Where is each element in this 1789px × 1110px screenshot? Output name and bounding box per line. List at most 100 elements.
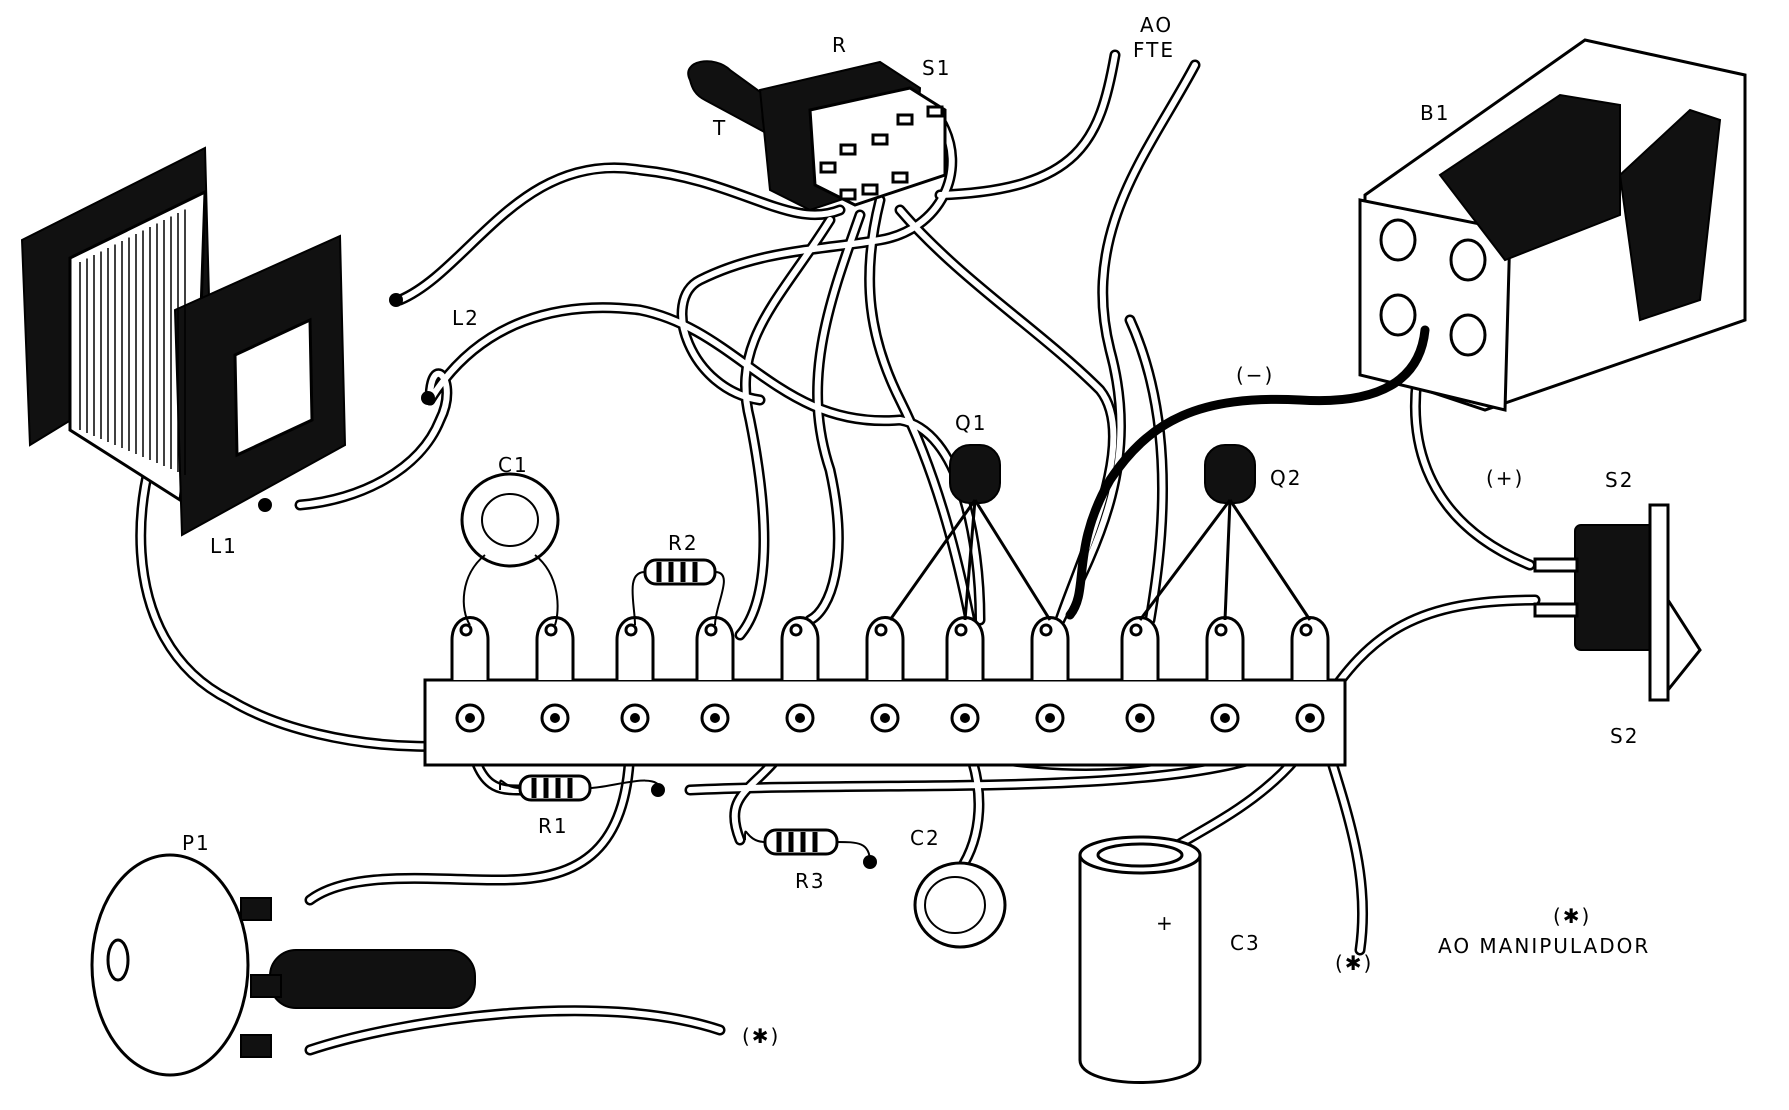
battery-holder-b1: [1358, 38, 1747, 412]
label-note: AO MANIPULADOR: [1438, 934, 1650, 958]
label-star-note: (✱): [1553, 904, 1591, 928]
wire-core: [737, 217, 833, 638]
strip-lug-hole: [544, 623, 558, 637]
strip-lug-hole: [954, 623, 968, 637]
capacitor-c1-lead: [534, 554, 559, 626]
label-ao: AO: [1140, 13, 1173, 37]
component-labels: L1 L2 C1 R2 R T S1 AO FTE B1 (−) (+) Q1 …: [182, 13, 1650, 1048]
wiring: [135, 49, 1541, 1056]
battery-hole-2: [1449, 238, 1487, 282]
solder-joint: [651, 783, 665, 797]
wire-core: [937, 52, 1118, 198]
strip-eyelet-center: [880, 713, 890, 723]
potentiometer-p1-body: [90, 853, 250, 1077]
switch-contact: [861, 183, 879, 196]
strip-lug-hole: [704, 623, 718, 637]
strip-lug-hole: [624, 623, 638, 637]
switch-contact: [891, 171, 909, 184]
resistor-r1-body: [518, 774, 592, 802]
switch-contact: [839, 188, 857, 201]
switch-s2-rocker: [1666, 594, 1702, 695]
wire-core: [1322, 737, 1366, 953]
strip-lug-hole: [1214, 623, 1228, 637]
transistor-q1: [888, 444, 1052, 621]
transistor-q2-body: [1204, 444, 1256, 504]
potentiometer-p1-lug: [240, 1034, 272, 1058]
label-s1: S1: [922, 56, 951, 80]
transistor-lead: [973, 499, 1052, 621]
switch-contact: [926, 105, 944, 118]
strip-eyelet-center: [960, 713, 970, 723]
transistor-lead: [963, 499, 977, 621]
resistor-lead: [714, 571, 725, 626]
label-r1: R1: [538, 814, 569, 838]
resistor-r2-body: [643, 558, 717, 586]
transistor-lead: [1138, 499, 1232, 621]
capacitor-c1-lead: [462, 554, 486, 626]
label-l1: L1: [210, 534, 238, 558]
transformer-l1-l2: [20, 146, 347, 537]
label-minus: (−): [1236, 363, 1274, 387]
potentiometer-p1-shaft: [269, 949, 476, 1009]
label-l2: L2: [452, 306, 480, 330]
label-star-strip: (✱): [1335, 951, 1373, 975]
label-s2-bottom: S2: [1610, 724, 1639, 748]
capacitor-c2-disc: [913, 861, 1007, 949]
wire-core: [297, 371, 450, 508]
terminal-strip: [423, 616, 1347, 767]
strip-eyelet-center: [1305, 713, 1315, 723]
strip-eyelet-center: [795, 713, 805, 723]
resistor-r1: [499, 774, 661, 802]
wire-core: [807, 212, 863, 623]
solder-joint: [258, 498, 272, 512]
strip-lug-hole: [459, 623, 473, 637]
label-p1: P1: [182, 831, 211, 855]
label-c3: C3: [1230, 931, 1261, 955]
wire-fte-1: [934, 49, 1121, 201]
switch-contact: [819, 161, 837, 174]
strip-eyelet-center: [710, 713, 720, 723]
transistor-q2: [1138, 444, 1312, 621]
capacitor-c1-disc: [460, 472, 560, 568]
transistor-lead: [1223, 499, 1232, 621]
strip-eyelet-center: [1220, 713, 1230, 723]
transistor-q1-body: [949, 444, 1001, 504]
label-c1: C1: [498, 453, 529, 477]
battery-hole-3: [1379, 293, 1417, 337]
label-plus: (+): [1486, 466, 1524, 490]
strip-eyelet-center: [550, 713, 560, 723]
battery-cell-2: [1618, 108, 1722, 322]
capacitor-c1: [460, 472, 560, 626]
strip-lug-hole: [1039, 623, 1053, 637]
wire-core: [866, 197, 973, 623]
wire-core: [1127, 317, 1166, 623]
label-fte: FTE: [1133, 38, 1175, 62]
potentiometer-p1-shaft-hole: [106, 938, 130, 982]
strip-eyelet-center: [630, 713, 640, 723]
transistor-lead: [1228, 499, 1312, 621]
strip-eyelet-center: [465, 713, 475, 723]
strip-lug-hole: [874, 623, 888, 637]
label-c2: C2: [910, 826, 941, 850]
transistor-lead: [888, 499, 977, 621]
label-r3: R3: [795, 869, 826, 893]
solder-joint: [389, 293, 403, 307]
label-t: T: [712, 116, 727, 140]
label-q2: Q2: [1270, 466, 1302, 490]
wire-core: [307, 737, 633, 903]
capacitor-c1-ring: [481, 493, 539, 547]
wire-core: [1057, 62, 1198, 623]
resistor-r2: [631, 558, 725, 626]
strip-lug-hole: [1129, 623, 1143, 637]
switch-s2: [1533, 503, 1702, 702]
strip-eyelet-center: [1135, 713, 1145, 723]
wire-core: [397, 164, 843, 303]
potentiometer-p1-lug: [250, 974, 282, 998]
label-star-p1: (✱): [742, 1024, 780, 1048]
wire-b1-minus: [1065, 325, 1430, 620]
label-c3-polarity: +: [1156, 911, 1175, 935]
capacitor-c3: [1078, 835, 1202, 1084]
label-s2-top: S2: [1605, 468, 1634, 492]
wire-core: [307, 1007, 723, 1053]
